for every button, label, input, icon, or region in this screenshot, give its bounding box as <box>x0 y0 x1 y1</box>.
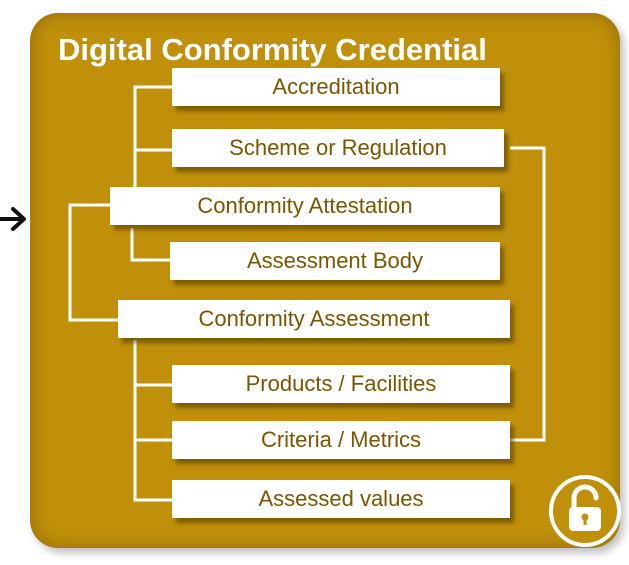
box-products-facilities: Products / Facilities <box>172 365 510 403</box>
box-criteria-label: Criteria / Metrics <box>260 427 422 452</box>
connector-attestation-accreditation <box>133 85 172 192</box>
connector-attestation-assessment <box>68 203 118 322</box>
connector-attestation-body <box>130 228 170 262</box>
unlocked-padlock-icon <box>549 475 621 547</box>
arrow-right-icon <box>0 207 26 231</box>
box-scheme-or-regulation: Scheme or Regulation <box>172 129 504 167</box>
box-assessed-values-label: Assessed values <box>258 486 424 511</box>
connector-assessment-children <box>133 340 172 502</box>
connector-scheme-criteria <box>510 146 546 442</box>
box-criteria-metrics: Criteria / Metrics <box>172 421 510 459</box>
box-assessed-values: Assessed values <box>172 480 510 518</box>
box-assessment-label: Conformity Assessment <box>198 306 430 331</box>
box-assessment-body-label: Assessment Body <box>246 248 424 273</box>
box-products-label: Products / Facilities <box>245 371 437 396</box>
box-accreditation-label: Accreditation <box>272 74 400 99</box>
box-attestation-label: Conformity Attestation <box>197 193 413 218</box>
diagram-title: Digital Conformity Credential <box>58 32 487 67</box>
box-accreditation: Accreditation <box>172 68 500 106</box>
box-scheme-label: Scheme or Regulation <box>229 135 447 160</box>
box-assessment-body: Assessment Body <box>170 242 500 280</box>
box-conformity-attestation: Conformity Attestation <box>110 187 500 225</box>
box-conformity-assessment: Conformity Assessment <box>118 300 510 338</box>
